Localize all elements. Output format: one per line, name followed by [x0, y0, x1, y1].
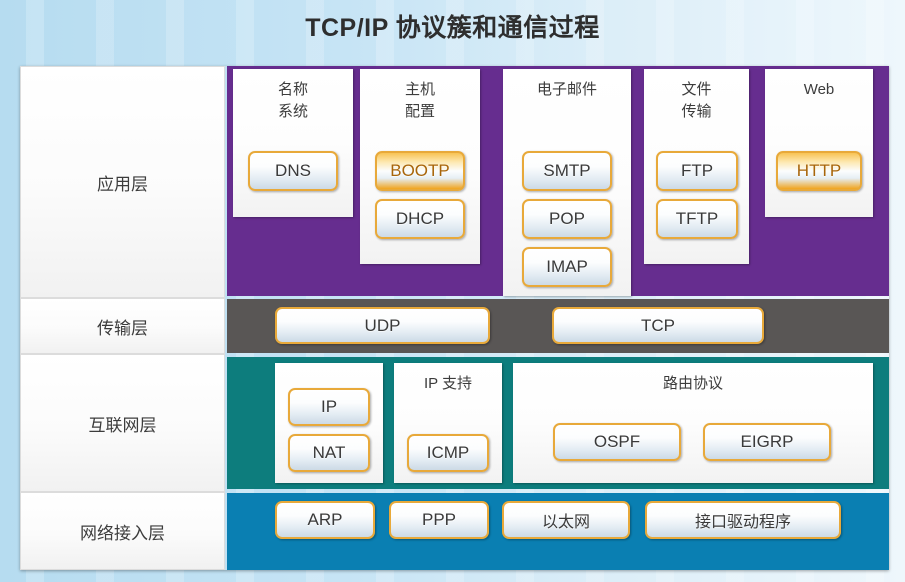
group-ip-support-title: IP 支持	[423, 375, 473, 392]
protocol-interface-drivers[interactable]: 接口驱动程序	[645, 501, 841, 539]
layer-label-transport: 传输层	[20, 298, 225, 354]
transport-layer-band: UDP TCP	[227, 299, 889, 353]
protocol-bootp[interactable]: BOOTP	[375, 151, 465, 191]
group-routing-protocols-title: 路由协议	[662, 375, 723, 392]
layer-label-application-text: 应用层	[97, 174, 148, 194]
protocol-nat[interactable]: NAT	[288, 434, 370, 472]
layer-label-access-text: 网络接入层	[80, 523, 165, 543]
group-host-config-title: 主机 配置	[404, 81, 435, 120]
protocol-ospf[interactable]: OSPF	[553, 423, 681, 461]
layer-label-internet: 互联网层	[20, 354, 225, 492]
group-email-title: 电子邮件	[536, 81, 597, 98]
layer-label-access: 网络接入层	[20, 492, 225, 570]
protocol-ip[interactable]: IP	[288, 388, 370, 426]
protocol-pop[interactable]: POP	[522, 199, 612, 239]
group-email: 电子邮件 SMTP POP IMAP	[503, 69, 631, 296]
protocol-ethernet[interactable]: 以太网	[502, 501, 630, 539]
internet-layer-band: IP NAT IP 支持 ICMP 路由协议 OSPF EIGRP	[227, 357, 889, 489]
group-ip-support: IP 支持 ICMP	[394, 363, 502, 483]
protocol-tcp[interactable]: TCP	[552, 307, 764, 344]
group-web: Web HTTP	[765, 69, 873, 217]
protocol-icmp[interactable]: ICMP	[407, 434, 489, 472]
protocol-tftp[interactable]: TFTP	[656, 199, 738, 239]
protocol-http[interactable]: HTTP	[776, 151, 862, 191]
group-routing-protocols: 路由协议 OSPF EIGRP	[513, 363, 873, 483]
group-ip-core: IP NAT	[275, 363, 383, 483]
group-host-config: 主机 配置 BOOTP DHCP	[360, 69, 480, 264]
protocol-udp[interactable]: UDP	[275, 307, 490, 344]
access-layer-band: ARP PPP 以太网 接口驱动程序	[227, 493, 889, 570]
layer-label-internet-text: 互联网层	[88, 415, 157, 435]
protocol-smtp[interactable]: SMTP	[522, 151, 612, 191]
protocol-ftp[interactable]: FTP	[656, 151, 738, 191]
protocol-arp[interactable]: ARP	[275, 501, 375, 539]
protocol-imap[interactable]: IMAP	[522, 247, 612, 287]
group-file-transfer-title: 文件 传输	[681, 81, 712, 120]
page-title: TCP/IP 协议簇和通信过程	[305, 14, 600, 42]
group-name-system: 名称 系统 DNS	[233, 69, 353, 217]
application-layer-band: 名称 系统 DNS 主机 配置 BOOTP DHCP 电子邮件 SMTP POP…	[227, 66, 889, 296]
layer-label-application: 应用层	[20, 66, 225, 298]
group-web-title: Web	[803, 81, 835, 98]
protocol-dhcp[interactable]: DHCP	[375, 199, 465, 239]
protocol-ppp[interactable]: PPP	[389, 501, 489, 539]
layer-label-transport-text: 传输层	[97, 318, 148, 338]
protocol-dns[interactable]: DNS	[248, 151, 338, 191]
tcpip-model-diagram: 应用层 传输层 互联网层 网络接入层 名称 系统 DNS 主机 配置 BOOTP…	[20, 66, 889, 570]
group-name-system-title: 名称 系统	[277, 81, 308, 120]
protocol-eigrp[interactable]: EIGRP	[703, 423, 831, 461]
group-file-transfer: 文件 传输 FTP TFTP	[644, 69, 749, 264]
